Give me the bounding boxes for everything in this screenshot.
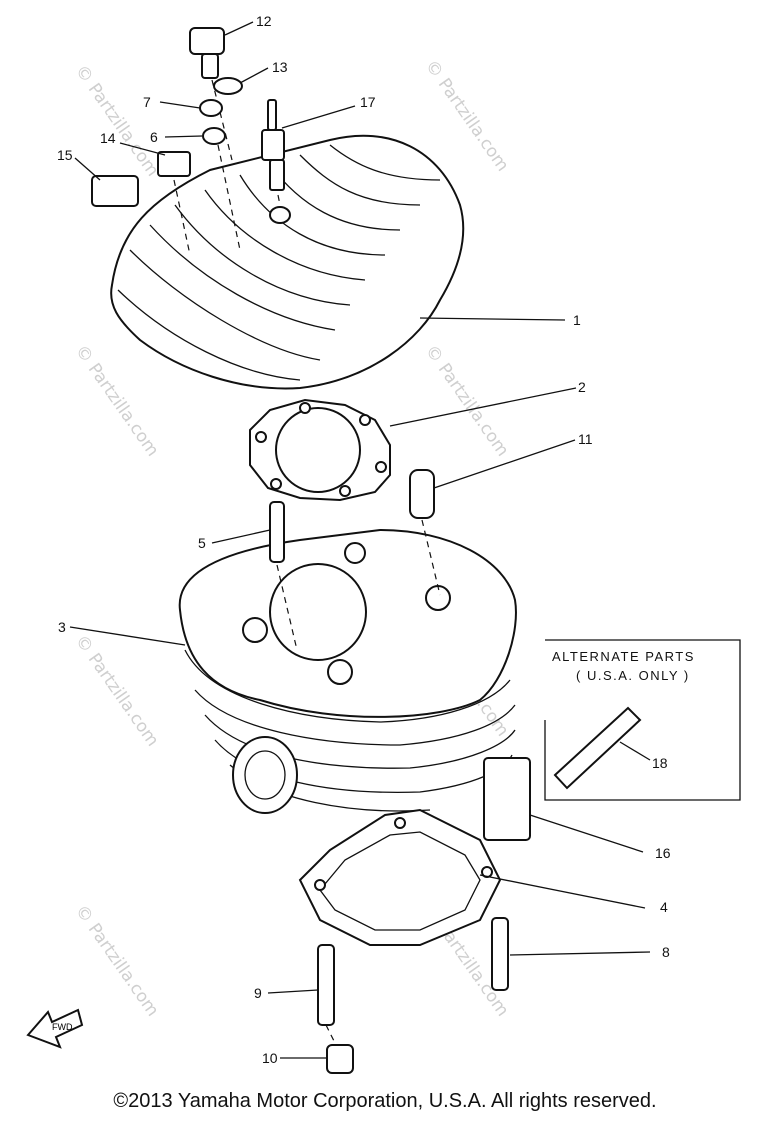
- callout-3: 3: [58, 619, 66, 635]
- callout-11: 11: [578, 431, 593, 447]
- stud-8: [491, 917, 509, 991]
- callout-13: 13: [272, 59, 288, 75]
- callout-numbers: 1 2 3 4 5 6 7 8 9 10 11 12 13 14 15 16 1…: [57, 13, 671, 1066]
- damper-16: [483, 757, 531, 841]
- watermark: © Partzilla.com: [71, 631, 163, 750]
- watermark: © Partzilla.com: [71, 901, 163, 1020]
- cylinder-head: [110, 134, 465, 390]
- leader-lines: [69, 21, 651, 1059]
- cylinder: [178, 528, 517, 814]
- washer-13: [213, 77, 243, 95]
- bolt-12: [189, 27, 233, 161]
- nut-10: [326, 1044, 354, 1074]
- spark-plug-17: [261, 99, 285, 206]
- nut-7: [199, 99, 223, 117]
- callout-12: 12: [256, 13, 272, 29]
- watermark: © Partzilla.com: [71, 341, 163, 460]
- callout-6: 6: [150, 129, 158, 145]
- alternate-parts-title: ALTERNATE PARTS: [552, 649, 695, 664]
- callout-5: 5: [198, 535, 206, 551]
- watermark: © Partzilla.com: [71, 61, 163, 180]
- callout-7: 7: [143, 94, 151, 110]
- callout-16: 16: [655, 845, 671, 861]
- fwd-label: FWD: [52, 1022, 73, 1032]
- fwd-arrow-icon: FWD: [26, 1008, 84, 1049]
- damper-18: [553, 706, 642, 790]
- damper-14: [157, 151, 191, 256]
- callout-9: 9: [254, 985, 262, 1001]
- dowel-11: [409, 469, 441, 596]
- washer-6: [202, 127, 241, 251]
- callout-1: 1: [573, 312, 581, 328]
- copyright-footer: ©2013 Yamaha Motor Corporation, U.S.A. A…: [113, 1090, 657, 1112]
- callout-14: 14: [100, 130, 116, 146]
- callout-10: 10: [262, 1050, 278, 1066]
- stud-5: [269, 501, 298, 651]
- callout-17: 17: [360, 94, 376, 110]
- callout-15: 15: [57, 147, 73, 163]
- callout-2: 2: [578, 379, 586, 395]
- alternate-parts-box: ALTERNATE PARTS ( U.S.A. ONLY ): [544, 639, 741, 801]
- base-gasket: [298, 808, 502, 946]
- stud-9: [317, 944, 337, 1046]
- callout-8: 8: [662, 944, 670, 960]
- watermark: © Partzilla.com: [421, 56, 513, 175]
- watermark: © Partzilla.com: [421, 341, 513, 460]
- callout-4: 4: [660, 899, 668, 915]
- head-gasket: [249, 398, 391, 502]
- damper-15: [91, 175, 139, 207]
- alternate-parts-subtitle: ( U.S.A. ONLY ): [576, 668, 690, 683]
- callout-18: 18: [652, 755, 668, 771]
